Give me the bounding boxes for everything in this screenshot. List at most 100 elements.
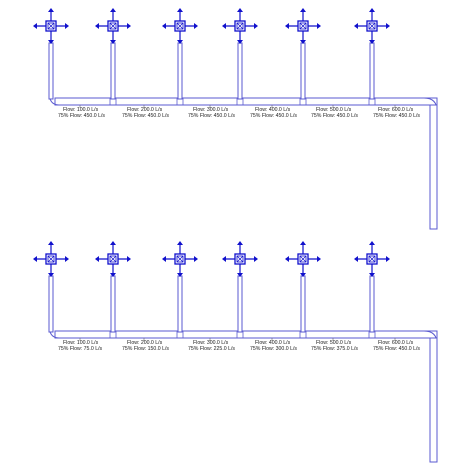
arrow-up-icon xyxy=(110,8,116,12)
arrow-right-icon xyxy=(127,23,131,29)
air-terminal-icon xyxy=(95,241,131,277)
arrow-up-icon xyxy=(300,8,306,12)
diffuser-diagonal xyxy=(47,22,55,30)
air-terminal-icon xyxy=(33,241,69,277)
arrow-right-icon xyxy=(386,256,390,262)
arrow-up-icon xyxy=(177,241,183,245)
arrow-up-icon xyxy=(48,8,54,12)
diffuser-inner-square xyxy=(299,22,307,30)
branch-duct xyxy=(48,42,54,100)
arrow-left-icon xyxy=(354,23,358,29)
flow-label: Flow: 500.0 L/s xyxy=(316,107,352,113)
diffuser-inner-square xyxy=(236,22,244,30)
arrow-right-icon xyxy=(386,23,390,29)
diffuser-inner-square xyxy=(109,22,117,30)
air-terminal-icon xyxy=(33,8,69,44)
arrow-down-icon xyxy=(110,40,116,44)
arrow-down-icon xyxy=(48,273,54,277)
arrow-down-icon xyxy=(300,273,306,277)
arrow-up-icon xyxy=(300,241,306,245)
flow-75-label: 75% Flow: 75.0 L/s xyxy=(58,346,103,352)
diffuser-inner-square xyxy=(47,255,55,263)
flow-75-label: 75% Flow: 225.0 L/s xyxy=(188,346,236,352)
diffuser-inner-square xyxy=(176,255,184,263)
arrow-down-icon xyxy=(110,273,116,277)
arrow-left-icon xyxy=(285,23,289,29)
air-terminal-icon xyxy=(285,8,321,44)
main-duct xyxy=(54,97,438,106)
diffuser-diagonal xyxy=(109,255,117,263)
arrow-left-icon xyxy=(162,256,166,262)
air-terminal-icon xyxy=(222,8,258,44)
air-terminal-icon xyxy=(354,241,390,277)
arrow-down-icon xyxy=(237,273,243,277)
branch-duct xyxy=(300,42,306,100)
branch-duct xyxy=(369,42,375,100)
arrow-up-icon xyxy=(237,241,243,245)
arrow-right-icon xyxy=(194,256,198,262)
diffuser-diagonal xyxy=(236,22,244,30)
branch-duct xyxy=(300,275,306,333)
branch-duct xyxy=(369,275,375,333)
riser-duct xyxy=(429,104,438,230)
branch-duct xyxy=(177,42,183,100)
flow-label: Flow: 100.0 L/s xyxy=(63,340,99,346)
flow-label: Flow: 200.0 L/s xyxy=(127,340,163,346)
arrow-right-icon xyxy=(317,23,321,29)
arrow-left-icon xyxy=(354,256,358,262)
arrow-up-icon xyxy=(48,241,54,245)
diffuser-inner-square xyxy=(236,255,244,263)
flow-label: Flow: 600.0 L/s xyxy=(378,107,414,113)
flow-label: Flow: 400.0 L/s xyxy=(255,107,291,113)
flow-75-label: 75% Flow: 300.0 L/s xyxy=(250,346,298,352)
arrow-left-icon xyxy=(33,23,37,29)
branch-duct xyxy=(48,275,54,333)
arrow-down-icon xyxy=(300,40,306,44)
branch-duct xyxy=(177,275,183,333)
diffuser-diagonal xyxy=(109,22,117,30)
arrow-right-icon xyxy=(65,23,69,29)
flow-label: Flow: 200.0 L/s xyxy=(127,107,163,113)
air-terminal-icon xyxy=(162,8,198,44)
flow-75-label: 75% Flow: 450.0 L/s xyxy=(311,113,359,119)
arrow-left-icon xyxy=(33,256,37,262)
flow-75-label: 75% Flow: 450.0 L/s xyxy=(373,346,421,352)
air-terminal-icon xyxy=(162,241,198,277)
air-terminal-icon xyxy=(354,8,390,44)
air-terminal-icon xyxy=(95,8,131,44)
branch-duct xyxy=(110,275,116,333)
arrow-down-icon xyxy=(369,40,375,44)
arrow-up-icon xyxy=(177,8,183,12)
arrow-right-icon xyxy=(127,256,131,262)
flow-75-label: 75% Flow: 450.0 L/s xyxy=(373,113,421,119)
flow-75-label: 75% Flow: 450.0 L/s xyxy=(122,113,170,119)
flow-label: Flow: 600.0 L/s xyxy=(378,340,414,346)
arrow-left-icon xyxy=(222,23,226,29)
arrow-up-icon xyxy=(369,241,375,245)
arrow-up-icon xyxy=(369,8,375,12)
arrow-left-icon xyxy=(95,23,99,29)
flow-75-label: 75% Flow: 450.0 L/s xyxy=(58,113,106,119)
flow-75-label: 75% Flow: 150.0 L/s xyxy=(122,346,170,352)
diffuser-diagonal xyxy=(176,255,184,263)
flow-75-label: 75% Flow: 450.0 L/s xyxy=(250,113,298,119)
diffuser-inner-square xyxy=(368,22,376,30)
arrow-right-icon xyxy=(317,256,321,262)
diffuser-inner-square xyxy=(109,255,117,263)
arrow-up-icon xyxy=(110,241,116,245)
diffuser-diagonal xyxy=(47,255,55,263)
flow-label: Flow: 500.0 L/s xyxy=(316,340,352,346)
arrow-right-icon xyxy=(65,256,69,262)
diffuser-inner-square xyxy=(176,22,184,30)
air-terminal-icon xyxy=(222,241,258,277)
arrow-down-icon xyxy=(369,273,375,277)
flow-label: Flow: 300.0 L/s xyxy=(193,340,229,346)
air-terminal-icon xyxy=(285,241,321,277)
diffuser-inner-square xyxy=(47,22,55,30)
arrow-down-icon xyxy=(177,40,183,44)
arrow-left-icon xyxy=(222,256,226,262)
arrow-left-icon xyxy=(162,23,166,29)
flow-label: Flow: 100.0 L/s xyxy=(63,107,99,113)
flow-label: Flow: 400.0 L/s xyxy=(255,340,291,346)
